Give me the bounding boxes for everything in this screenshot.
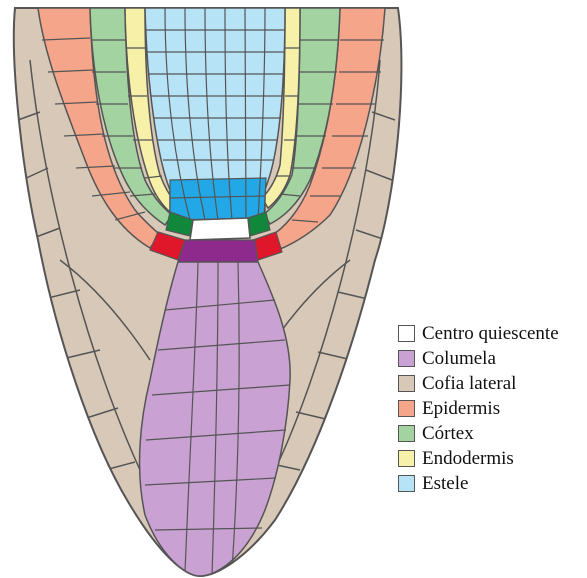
legend-item-cortex: Córtex xyxy=(398,421,559,446)
legend-item-quiescent: Centro quiescente xyxy=(398,321,559,346)
legend-item-lateral-cap: Cofia lateral xyxy=(398,371,559,396)
legend-swatch-stele xyxy=(398,475,415,492)
legend-label: Córtex xyxy=(422,423,474,445)
legend-swatch-columella xyxy=(398,350,415,367)
legend-label: Estele xyxy=(422,473,468,495)
columella-initials xyxy=(178,240,258,262)
legend-swatch-quiescent xyxy=(398,325,415,342)
legend-item-endodermis: Endodermis xyxy=(398,446,559,471)
legend-item-stele: Estele xyxy=(398,471,559,496)
legend-item-epidermis: Epidermis xyxy=(398,396,559,421)
legend-label: Cofia lateral xyxy=(422,373,516,395)
legend: Centro quiescente Columela Cofia lateral… xyxy=(398,321,559,496)
legend-swatch-cortex xyxy=(398,425,415,442)
legend-swatch-endodermis xyxy=(398,450,415,467)
legend-label: Endodermis xyxy=(422,448,514,470)
legend-label: Epidermis xyxy=(422,398,500,420)
quiescent-center xyxy=(190,218,250,240)
legend-item-columella: Columela xyxy=(398,346,559,371)
legend-swatch-lateral-cap xyxy=(398,375,415,392)
legend-label: Centro quiescente xyxy=(422,323,559,345)
legend-swatch-epidermis xyxy=(398,400,415,417)
legend-label: Columela xyxy=(422,348,496,370)
